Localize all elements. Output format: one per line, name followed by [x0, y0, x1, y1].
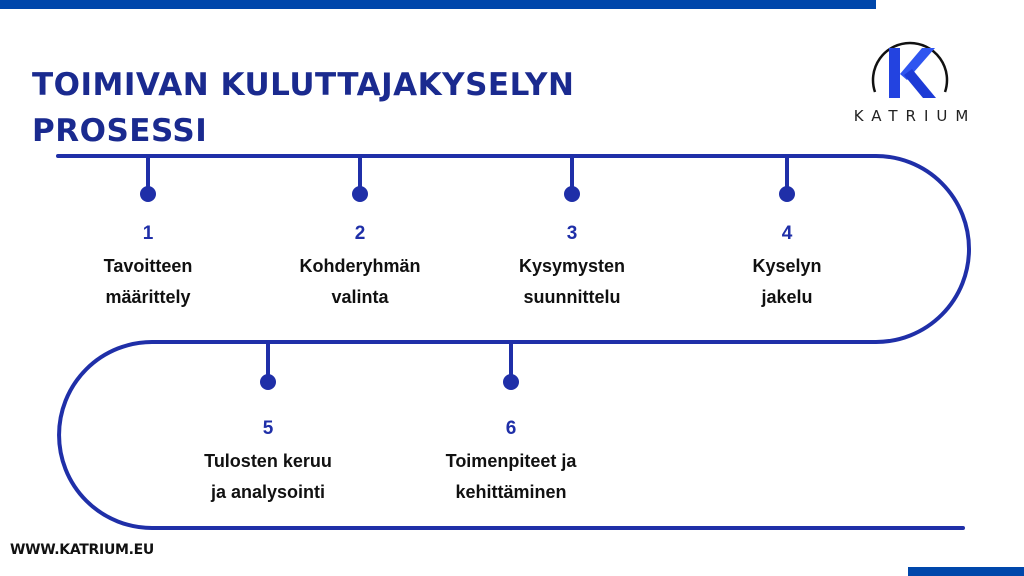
- step-5: 5 Tulosten keruu ja analysointi: [158, 417, 378, 508]
- bottom-accent-bar: [908, 567, 1024, 576]
- step-label: Kohderyhmän valinta: [299, 256, 421, 307]
- step-4-dot: [779, 186, 795, 202]
- step-number: 2: [354, 223, 366, 244]
- step-label: Kysymysten suunnittelu: [518, 256, 626, 307]
- k-circle-logo-icon: [871, 41, 949, 98]
- website-url: WWW.KATRIUM.EU: [10, 542, 154, 558]
- step-6-dot: [503, 374, 519, 390]
- step-2-dot: [352, 186, 368, 202]
- step-1-dot: [140, 186, 156, 202]
- step-3: 3 Kysymysten suunnittelu: [462, 222, 682, 313]
- step-label: Tavoitteen määrittely: [103, 256, 193, 307]
- step-label: Toimenpiteet ja kehittäminen: [445, 451, 577, 502]
- step-5-dot: [260, 374, 276, 390]
- step-number: 4: [781, 223, 793, 244]
- step-label: Kyselyn jakelu: [752, 256, 822, 307]
- step-number: 1: [142, 223, 154, 244]
- title-line-1: TOIMIVAN KULUTTAJAKYSELYN: [32, 67, 575, 103]
- step-2: 2 Kohderyhmän valinta: [250, 222, 470, 313]
- step-3-dot: [564, 186, 580, 202]
- step-6: 6 Toimenpiteet ja kehittäminen: [401, 417, 621, 508]
- step-1: 1 Tavoitteen määrittely: [38, 222, 258, 313]
- step-label: Tulosten keruu ja analysointi: [204, 451, 332, 502]
- step-number: 3: [566, 223, 578, 244]
- page-title: TOIMIVAN KULUTTAJAKYSELYN PROSESSI: [32, 62, 574, 154]
- step-number: 6: [505, 418, 517, 439]
- step-4: 4 Kyselyn jakelu: [677, 222, 897, 313]
- top-accent-bar: [0, 0, 876, 9]
- title-line-2: PROSESSI: [32, 113, 208, 149]
- logo-wordmark: KATRIUM: [853, 107, 977, 125]
- step-number: 5: [262, 418, 274, 439]
